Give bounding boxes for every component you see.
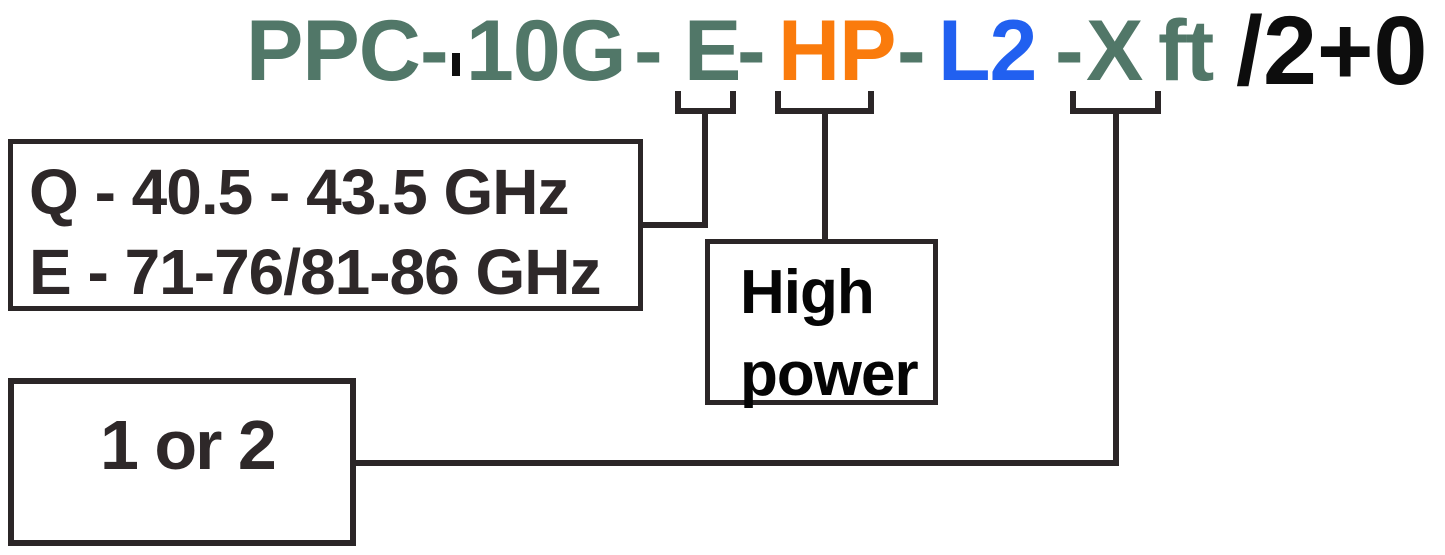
separator-dash-1: - — [420, 3, 449, 99]
separator-dash-5: - — [1055, 3, 1084, 99]
length-connector-stem — [1113, 113, 1119, 466]
band-callout-box: Q - 40.5 - 43.5 GHz E - 71-76/81-86 GHz — [8, 139, 643, 311]
band-bracket — [675, 91, 736, 114]
channel-callout-box: 1 or 2 — [8, 378, 356, 546]
part-prefix: PPC — [246, 3, 421, 99]
part-length-unit: ft — [1158, 3, 1214, 99]
power-callout-box: High power — [705, 239, 938, 409]
band-option-e: E - 71-76/81-86 GHz — [29, 236, 602, 308]
band-connector-line — [640, 222, 708, 228]
band-connector-stem — [702, 113, 708, 228]
part-config-suffix: /2+0 — [1236, 0, 1428, 105]
part-interface-code: L2 — [938, 3, 1037, 99]
separator-dash-4: - — [897, 3, 926, 99]
part-rate: 10G — [466, 3, 627, 99]
stray-tick-mark — [452, 53, 460, 76]
part-power-code: HP — [778, 3, 896, 99]
part-band-code: E — [684, 3, 741, 99]
separator-dash-3: - — [737, 3, 766, 99]
channel-connector-line — [352, 460, 1119, 466]
separator-dash-2: - — [634, 3, 663, 99]
channel-label: 1 or 2 — [100, 406, 277, 484]
power-label-line2: power — [740, 340, 919, 409]
power-bracket — [775, 91, 874, 114]
band-option-q: Q - 40.5 - 43.5 GHz — [29, 156, 569, 228]
part-length-code: X — [1086, 3, 1143, 99]
power-connector-stem — [822, 113, 828, 243]
length-bracket — [1070, 91, 1161, 114]
power-label-line1: High — [740, 258, 875, 327]
